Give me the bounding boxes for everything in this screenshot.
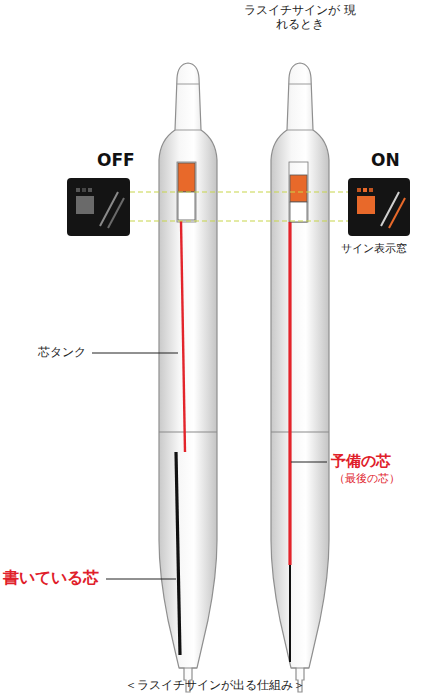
diagram-caption: ＜ラスイチサインが出る仕組み＞ <box>125 678 305 692</box>
guide-lines <box>130 192 348 221</box>
part-label: サイン表示窓 <box>341 242 407 255</box>
leader-lines <box>92 353 327 579</box>
state-label: OFF <box>97 150 135 170</box>
pencil-on <box>271 63 329 692</box>
part-note: （最後の芯） <box>334 472 400 485</box>
diagram-title: ラスイチサインが 現れるとき <box>240 3 360 32</box>
part-label: 書いている芯 <box>3 568 99 587</box>
sign-badge-on <box>348 178 410 236</box>
sign-badge-off <box>67 178 130 236</box>
pencil-off <box>159 63 217 692</box>
part-label: 芯タンク <box>38 345 86 359</box>
state-label: ON <box>371 150 400 170</box>
part-label: 予備の芯 <box>331 452 391 470</box>
